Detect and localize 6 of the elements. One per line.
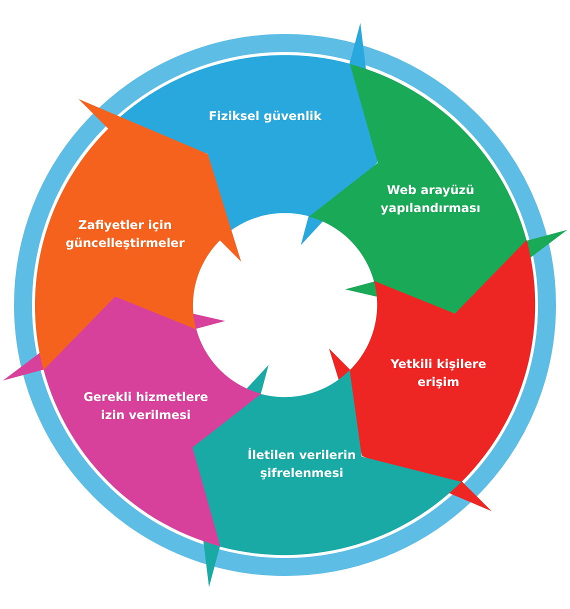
segment-label: İletilen verilerin şifrelenmesi — [246, 446, 357, 482]
segment-label: Web arayüzü yapılandırması — [380, 182, 482, 218]
segment-label: Zafiyetler için güncelleştirmeler — [64, 216, 186, 252]
segment-label: Yetkili kişilere erişim — [390, 356, 488, 392]
segment-label: Gerekli hizmetlere izin verilmesi — [83, 389, 208, 424]
segment-label: Fiziksel güvenlik — [208, 108, 323, 126]
